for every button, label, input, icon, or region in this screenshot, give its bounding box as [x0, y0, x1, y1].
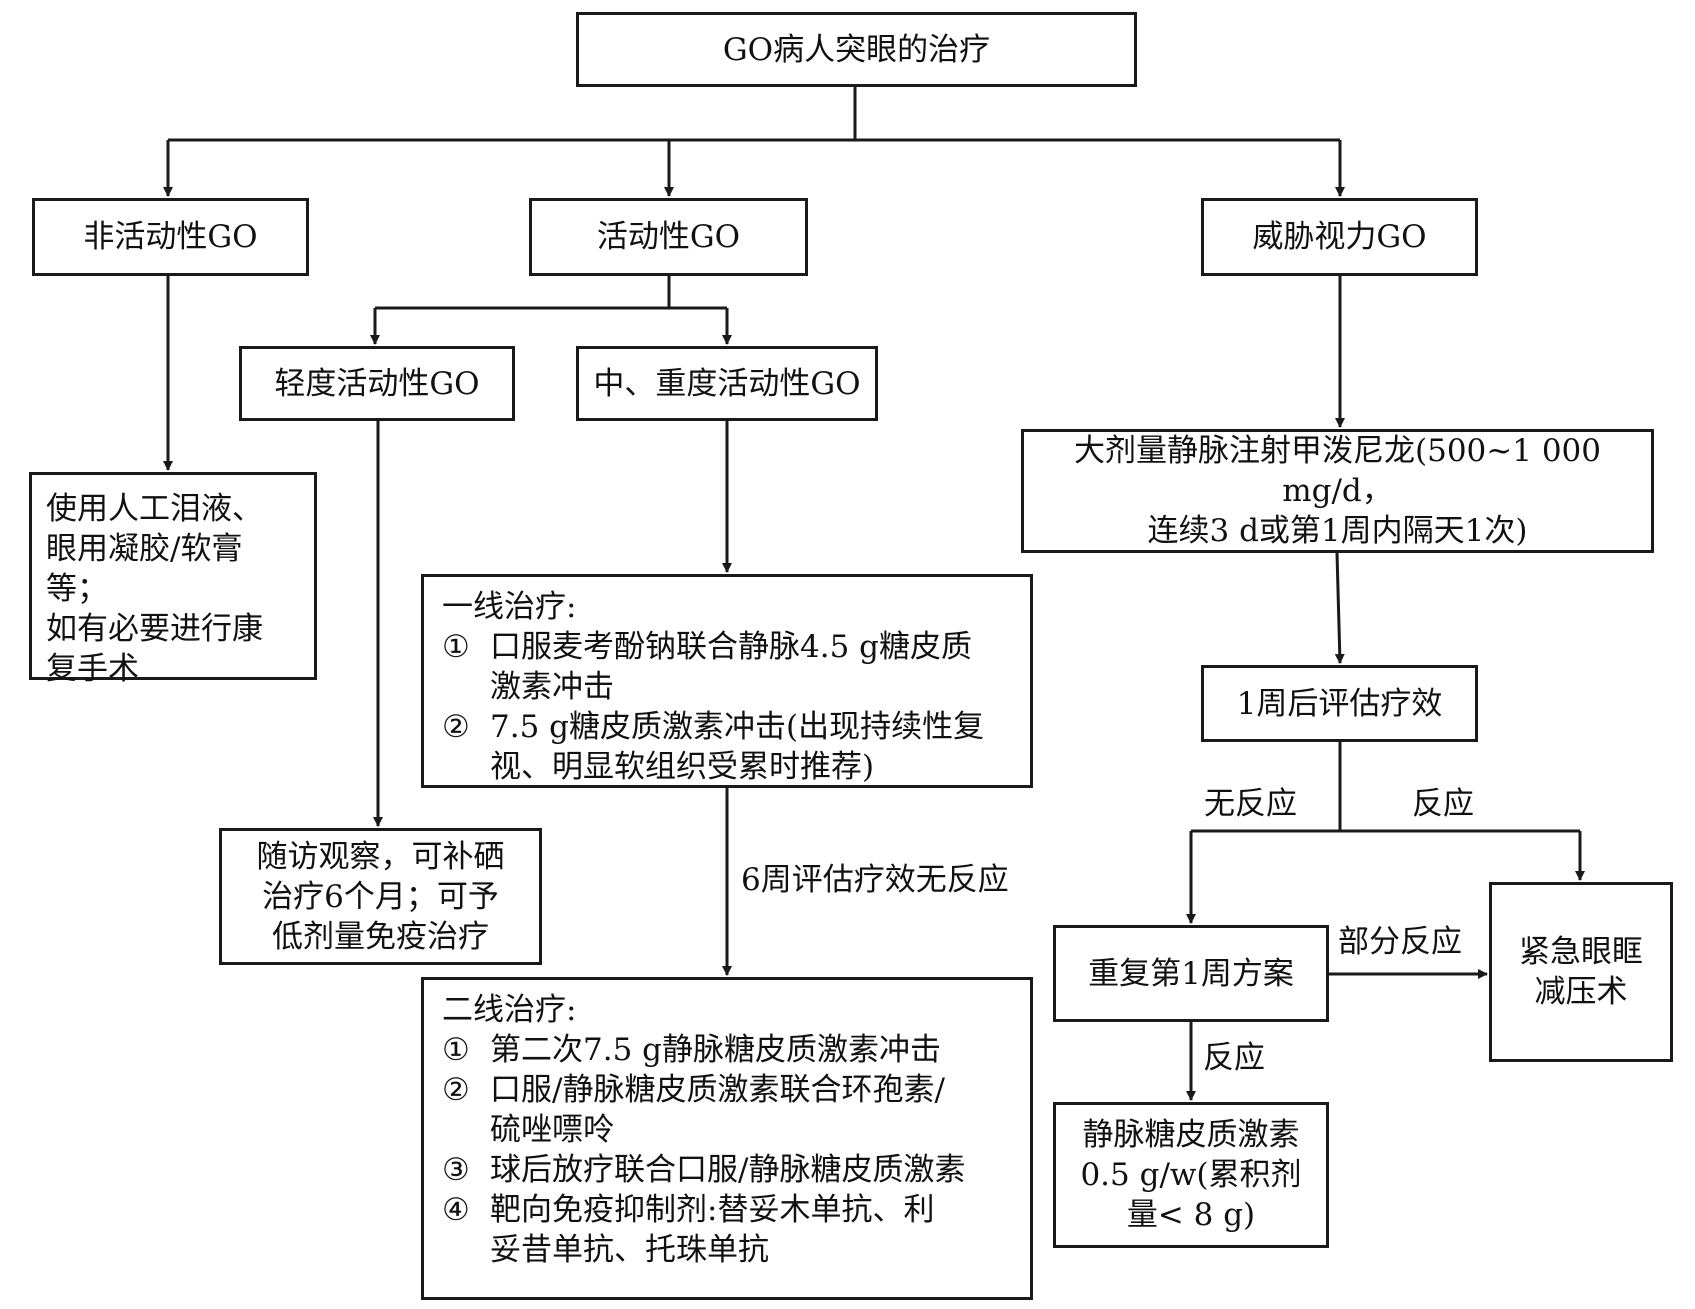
first-line-title: 一线治疗:	[442, 589, 577, 625]
active-go-label: 活动性GO	[596, 219, 741, 255]
item-number: ②	[442, 709, 470, 745]
response-label-2: 反应	[1203, 1040, 1265, 1076]
high-dose-methylprednisolone-node: 大剂量静脉注射甲泼尼龙(500~1 000 mg/d， 连续3 d或第1周内隔天…	[1021, 429, 1654, 553]
item-text: 妥昔单抗、托珠单抗	[490, 1232, 769, 1268]
item-text: 视、明显软组织受累时推荐)	[490, 749, 875, 785]
repeat-week1-regimen-node: 重复第1周方案	[1053, 925, 1329, 1022]
second-line-item-1: ① 第二次7.5 g静脉糖皮质激素冲击	[442, 1030, 1012, 1070]
item-text: 靶向免疫抑制剂:替妥木单抗、利	[490, 1192, 935, 1228]
one-week-evaluation-node: 1周后评估疗效	[1201, 665, 1478, 742]
second-line-title: 二线治疗:	[442, 992, 577, 1028]
item-number: ①	[442, 629, 470, 665]
six-week-no-response-label: 6周评估疗效无反应	[741, 862, 1009, 898]
moderate-severe-node: 中、重度活动性GO	[576, 346, 878, 421]
iv-glucocorticoid-maintenance-node: 静脉糖皮质激素 0.5 g/w(累积剂 量< 8 g)	[1053, 1102, 1329, 1248]
active-go-node: 活动性GO	[529, 198, 808, 276]
response-label: 反应	[1412, 786, 1474, 822]
no-response-label: 无反应	[1204, 786, 1297, 822]
one-week-evaluation-label: 1周后评估疗效	[1236, 685, 1443, 722]
high-dose-line-1: 大剂量静脉注射甲泼尼龙(500~1 000 mg/d，	[1074, 433, 1601, 509]
inactive-tx-line-1: 使用人工泪液、	[46, 491, 263, 527]
inactive-go-node: 非活动性GO	[32, 198, 309, 276]
mild-tx-line-3: 低剂量免疫治疗	[272, 918, 489, 955]
item-number: ①	[442, 1032, 470, 1068]
first-line-treatment-node: 一线治疗: ① 口服麦考酚钠联合静脉4.5 g糖皮质 激素冲击 ② 7.5 g糖…	[421, 574, 1033, 788]
orbital-decompression-line-1: 紧急眼眶	[1519, 934, 1643, 970]
mild-tx-line-1: 随访观察，可补硒	[256, 838, 505, 875]
orbital-decompression-line-2: 减压术	[1534, 974, 1628, 1010]
item-number: ④	[442, 1192, 470, 1228]
first-line-item-2: ② 7.5 g糖皮质激素冲击(出现持续性复 视、明显软组织受累时推荐)	[442, 707, 1012, 787]
inactive-go-label: 非活动性GO	[83, 219, 258, 255]
maintenance-line-2: 0.5 g/w(累积剂	[1080, 1157, 1302, 1193]
high-dose-line-2: 连续3 d或第1周内隔天1次)	[1147, 513, 1528, 549]
moderate-severe-label: 中、重度活动性GO	[593, 365, 861, 402]
orbital-decompression-node: 紧急眼眶 减压术	[1489, 882, 1673, 1062]
threat-go-node: 威胁视力GO	[1201, 198, 1478, 276]
threat-go-label: 威胁视力GO	[1252, 219, 1427, 255]
item-text: 激素冲击	[490, 669, 614, 705]
item-text: 球后放疗联合口服/静脉糖皮质激素	[490, 1152, 966, 1188]
item-text: 口服麦考酚钠联合静脉4.5 g糖皮质	[490, 629, 972, 665]
maintenance-line-1: 静脉糖皮质激素	[1082, 1117, 1300, 1153]
first-line-item-1: ① 口服麦考酚钠联合静脉4.5 g糖皮质 激素冲击	[442, 627, 1012, 707]
inactive-treatment-node: 使用人工泪液、 眼用凝胶/软膏等； 如有必要进行康 复手术	[29, 472, 317, 687]
partial-response-label: 部分反应	[1338, 924, 1462, 960]
mild-treatment-node: 随访观察，可补硒 治疗6个月；可予 低剂量免疫治疗	[219, 828, 542, 965]
inactive-tx-line-3: 如有必要进行康	[46, 611, 263, 647]
inactive-tx-line-2: 眼用凝胶/软膏等；	[46, 531, 243, 607]
item-text: 第二次7.5 g静脉糖皮质激素冲击	[490, 1032, 941, 1068]
second-line-item-2: ② 口服/静脉糖皮质激素联合环孢素/ 硫唑嘌呤	[442, 1070, 1012, 1150]
item-text: 7.5 g糖皮质激素冲击(出现持续性复	[490, 709, 985, 745]
root-label: GO病人突眼的治疗	[722, 31, 991, 68]
mild-tx-line-2: 治疗6个月；可予	[262, 878, 499, 915]
arrow-highdose-eval	[1334, 552, 1345, 664]
item-number: ③	[442, 1152, 470, 1188]
mild-active-node: 轻度活动性GO	[239, 346, 515, 421]
second-line-item-3: ③ 球后放疗联合口服/静脉糖皮质激素	[442, 1150, 1012, 1190]
mild-active-label: 轻度活动性GO	[274, 365, 480, 402]
second-line-treatment-node: 二线治疗: ① 第二次7.5 g静脉糖皮质激素冲击 ② 口服/静脉糖皮质激素联合…	[421, 977, 1033, 1300]
root-node: GO病人突眼的治疗	[576, 12, 1137, 87]
inactive-tx-line-4: 复手术	[46, 651, 139, 687]
repeat-week1-label: 重复第1周方案	[1088, 955, 1294, 992]
item-text: 硫唑嘌呤	[490, 1112, 614, 1148]
item-text: 口服/静脉糖皮质激素联合环孢素/	[490, 1072, 945, 1108]
second-line-item-4: ④ 靶向免疫抑制剂:替妥木单抗、利 妥昔单抗、托珠单抗	[442, 1190, 1012, 1270]
item-number: ②	[442, 1072, 470, 1108]
maintenance-line-3: 量< 8 g)	[1126, 1197, 1256, 1233]
